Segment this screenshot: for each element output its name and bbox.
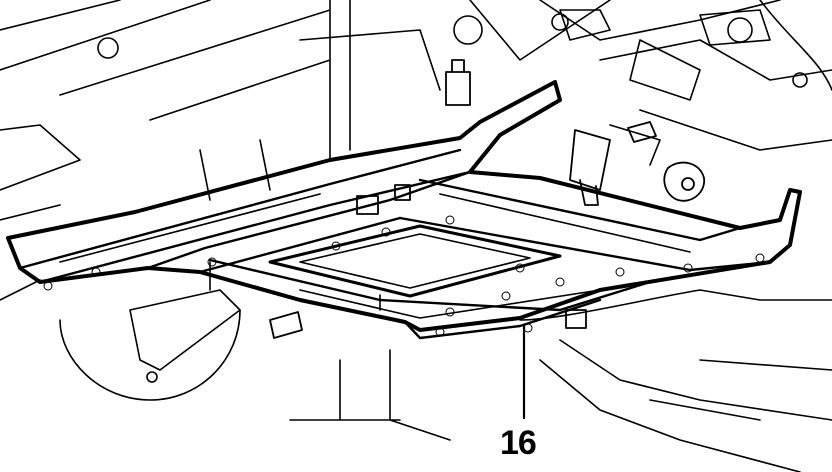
- callout-label: 16: [500, 424, 537, 462]
- mounting-bolts: [269, 59, 705, 339]
- skid-tray-frame: [6, 80, 802, 340]
